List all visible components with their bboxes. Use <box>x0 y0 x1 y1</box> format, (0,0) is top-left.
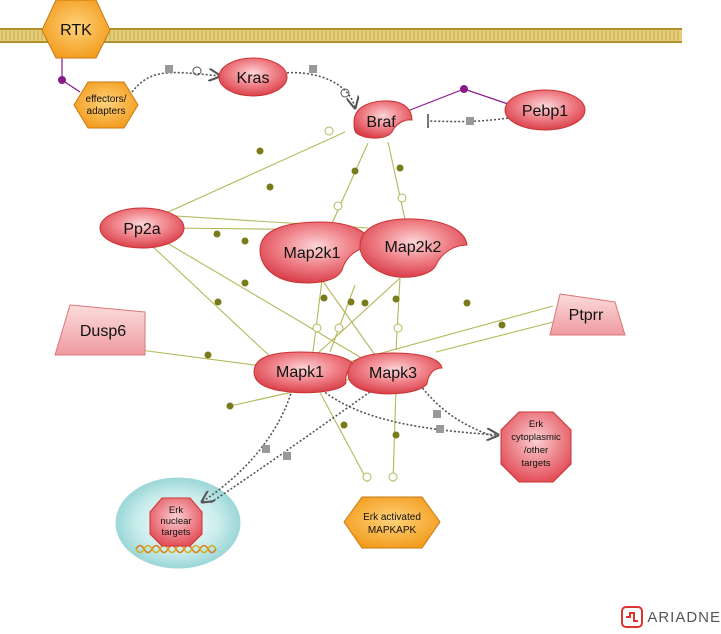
label-erk-mapkapk-2: MAPKAPK <box>368 525 417 536</box>
node-erk-nuclear[interactable]: Erk nuclear targets <box>149 497 203 547</box>
node-rtk[interactable]: RTK <box>41 0 111 59</box>
node-effectors-adapters[interactable]: effectors/ adapters <box>73 81 139 129</box>
label-rtk: RTK <box>60 22 92 39</box>
activation-markers <box>312 126 407 482</box>
node-dusp6[interactable]: Dusp6 <box>54 304 146 356</box>
ariadne-logo-icon <box>621 606 644 628</box>
node-pp2a[interactable]: Pp2a <box>99 207 185 249</box>
edge-rtk-effectors <box>61 55 81 93</box>
node-ptprr[interactable]: Ptprr <box>549 293 626 336</box>
node-kras[interactable]: Kras <box>218 57 288 97</box>
label-pp2a: Pp2a <box>123 221 160 238</box>
node-map2k2[interactable]: Map2k2 <box>359 218 468 278</box>
binding-dot <box>58 76 66 84</box>
label-erk-mapkapk-1: Erk activated <box>363 512 421 523</box>
node-erk-mapkapk[interactable]: Erk activated MAPKAPK <box>343 496 441 549</box>
edge-mapk1-erkcyto <box>321 389 498 435</box>
label-dusp6: Dusp6 <box>80 323 126 340</box>
label-ptprr: Ptprr <box>569 307 604 324</box>
edge-effectors-kras <box>131 73 220 93</box>
label-effectors-2: adapters <box>87 106 126 117</box>
node-pebp1[interactable]: Pebp1 <box>504 89 586 131</box>
label-effectors-1: effectors/ <box>86 94 127 105</box>
edge-braf-pebp1 <box>404 88 509 113</box>
edge-mapk3-nuclear <box>209 391 371 504</box>
label-erk-nuc-1: Erk <box>169 505 184 516</box>
label-erk-cyto-1: Erk <box>529 419 544 430</box>
edge-mapk1-nuclear <box>202 389 293 502</box>
node-map2k1[interactable]: Map2k1 <box>259 221 373 284</box>
label-erk-cyto-3: /other <box>524 445 548 456</box>
label-pebp1: Pebp1 <box>522 103 568 120</box>
node-erk-cytoplasmic[interactable]: Erk cytoplasmic /other targets <box>500 411 572 483</box>
label-braf: Braf <box>366 114 396 131</box>
label-erk-cyto-2: cytoplasmic <box>511 432 561 443</box>
node-mapk1[interactable]: Mapk1 <box>253 351 355 394</box>
ariadne-logo: ARIADNE <box>621 606 721 628</box>
edge-mapk3-erkcyto <box>419 384 499 439</box>
label-map2k2: Map2k2 <box>385 239 442 256</box>
dna-icon <box>135 544 217 554</box>
label-mapk1: Mapk1 <box>276 364 324 381</box>
label-map2k1: Map2k1 <box>284 245 341 262</box>
node-braf[interactable]: Braf <box>353 100 413 139</box>
node-mapk3[interactable]: Mapk3 <box>347 352 443 395</box>
regulation-dots <box>204 147 506 439</box>
label-kras: Kras <box>237 70 270 87</box>
label-mapk3: Mapk3 <box>369 365 417 382</box>
label-erk-nuc-2: nuclear <box>160 516 191 527</box>
label-erk-cyto-4: targets <box>521 458 550 469</box>
brand-text: ARIADNE <box>647 608 721 626</box>
edge-kras-braf <box>282 71 355 108</box>
label-erk-nuc-3: targets <box>161 527 190 538</box>
